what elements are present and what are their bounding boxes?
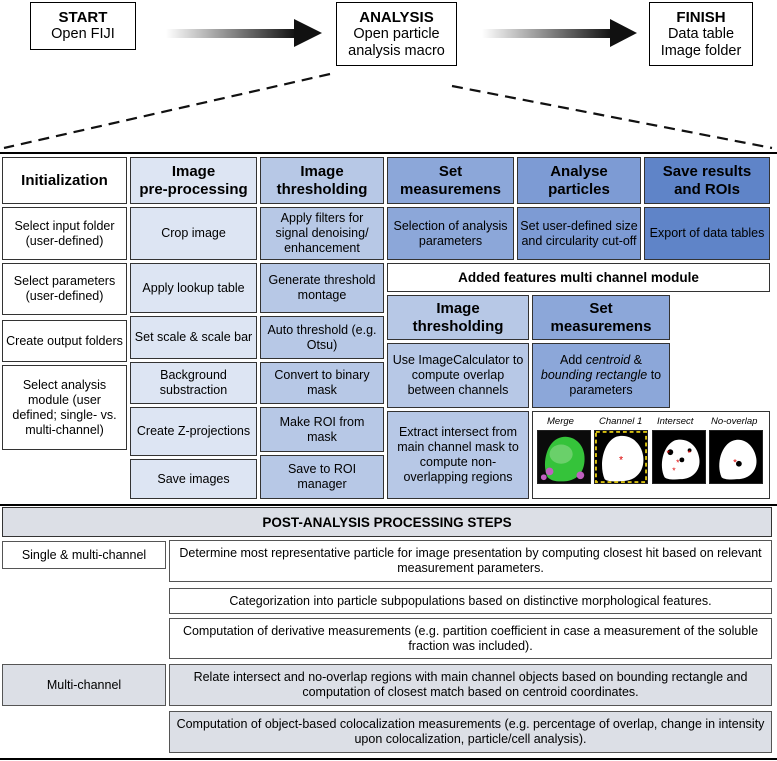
start-title: START bbox=[58, 9, 108, 26]
start-text: Open FIJI bbox=[51, 26, 115, 42]
svg-text:*: * bbox=[619, 455, 623, 467]
arrow-analysis-to-finish bbox=[482, 19, 637, 47]
microscopy-panel: Merge Channel 1 Intersect No-overlap * *… bbox=[532, 411, 770, 499]
svg-text:*: * bbox=[676, 458, 680, 468]
post-step-derivative: Computation of derivative measurements (… bbox=[169, 618, 772, 659]
analyse-header: Analyse particles bbox=[517, 157, 641, 204]
divider-bottom bbox=[0, 758, 777, 760]
analysis-box: ANALYSIS Open particle analysis macro bbox=[336, 2, 457, 66]
save-step-export: Export of data tables bbox=[644, 207, 770, 260]
pre-step-scale: Set scale & scale bar bbox=[130, 316, 257, 359]
start-box: START Open FIJI bbox=[30, 2, 136, 50]
svg-text:*: * bbox=[688, 448, 692, 458]
label-channel1: Channel 1 bbox=[599, 416, 643, 427]
finish-line1: Data table bbox=[667, 25, 735, 42]
channel1-image: * bbox=[594, 430, 648, 484]
svg-text:*: * bbox=[672, 465, 676, 475]
finish-line2: Image folder bbox=[660, 42, 742, 59]
finish-title: FINISH bbox=[676, 8, 726, 26]
pre-step-save-images: Save images bbox=[130, 459, 257, 499]
save-header: Save results and ROIs bbox=[644, 157, 770, 204]
pre-step-crop: Crop image bbox=[130, 207, 257, 260]
finish-box: FINISH Data table Image folder bbox=[649, 2, 753, 66]
svg-text:*: * bbox=[733, 458, 737, 469]
thresholding-header: Image thresholding bbox=[260, 157, 384, 204]
divider-middle bbox=[0, 504, 777, 506]
thr-step-auto: Auto threshold (e.g. Otsu) bbox=[260, 316, 384, 359]
pre-step-zprojection: Create Z-projections bbox=[130, 407, 257, 456]
multi-channel-label: Multi-channel bbox=[2, 664, 166, 706]
post-step-categorization: Categorization into particle subpopulati… bbox=[169, 588, 772, 614]
post-step-relate: Relate intersect and no-overlap regions … bbox=[169, 664, 772, 706]
single-multi-label: Single & multi-channel bbox=[2, 541, 166, 569]
arrow-start-to-analysis bbox=[166, 19, 322, 47]
init-step-parameters: Select parameters (user-defined) bbox=[2, 263, 127, 315]
zoom-line-right bbox=[451, 84, 773, 150]
thr-step-binary: Convert to binary mask bbox=[260, 362, 384, 404]
label-intersect: Intersect bbox=[657, 416, 694, 427]
post-analysis-title: POST-ANALYSIS PROCESSING STEPS bbox=[2, 507, 772, 537]
meas-step-parameters: Selection of analysis parameters bbox=[387, 207, 514, 260]
post-step-colocalization: Computation of object-based colocalizati… bbox=[169, 711, 772, 753]
init-step-output-folders: Create output folders bbox=[2, 320, 127, 362]
zoom-line-left bbox=[3, 72, 331, 150]
merge-image bbox=[537, 430, 591, 484]
thr-step-montage: Generate threshold montage bbox=[260, 263, 384, 313]
mc-thresholding-header: Image thresholding bbox=[387, 295, 529, 340]
analysis-line2: analysis macro bbox=[348, 42, 445, 59]
preprocessing-header: Image pre-processing bbox=[130, 157, 257, 204]
label-merge: Merge bbox=[547, 416, 574, 427]
intersect-image: * * * * bbox=[652, 430, 706, 484]
multichannel-banner: Added features multi channel module bbox=[387, 263, 770, 292]
init-step-input-folder: Select input folder (user-defined) bbox=[2, 207, 127, 260]
initialization-header: Initialization bbox=[2, 157, 127, 204]
no-overlap-image: * bbox=[709, 430, 763, 484]
mc-thr-step-imagecalculator: Use ImageCalculator to compute overlap b… bbox=[387, 343, 529, 408]
flow-arrows-and-zoom-lines bbox=[3, 19, 773, 150]
mc-measurements-header: Set measuremens bbox=[532, 295, 670, 340]
pre-step-background: Background substraction bbox=[130, 362, 257, 404]
thr-step-roi: Make ROI from mask bbox=[260, 407, 384, 452]
divider-top bbox=[0, 152, 777, 154]
thr-step-roi-manager: Save to ROI manager bbox=[260, 455, 384, 499]
thr-step-filters: Apply filters for signal denoising/ enha… bbox=[260, 207, 384, 260]
analyse-step-cutoff: Set user-defined size and circularity cu… bbox=[517, 207, 641, 260]
init-step-analysis-module: Select analysis module (user defined; si… bbox=[2, 365, 127, 450]
mc-meas-step-centroid: Add centroid & bounding rectangle to par… bbox=[532, 343, 670, 408]
analysis-title: ANALYSIS bbox=[359, 8, 434, 26]
svg-text:*: * bbox=[666, 448, 670, 458]
pre-step-lut: Apply lookup table bbox=[130, 263, 257, 313]
analysis-line1: Open particle bbox=[353, 25, 440, 42]
post-step-representative: Determine most representative particle f… bbox=[169, 540, 772, 582]
mc-thr-step-extract: Extract intersect from main channel mask… bbox=[387, 411, 529, 499]
label-no-overlap: No-overlap bbox=[711, 416, 758, 427]
measurements-header: Set measuremens bbox=[387, 157, 514, 204]
